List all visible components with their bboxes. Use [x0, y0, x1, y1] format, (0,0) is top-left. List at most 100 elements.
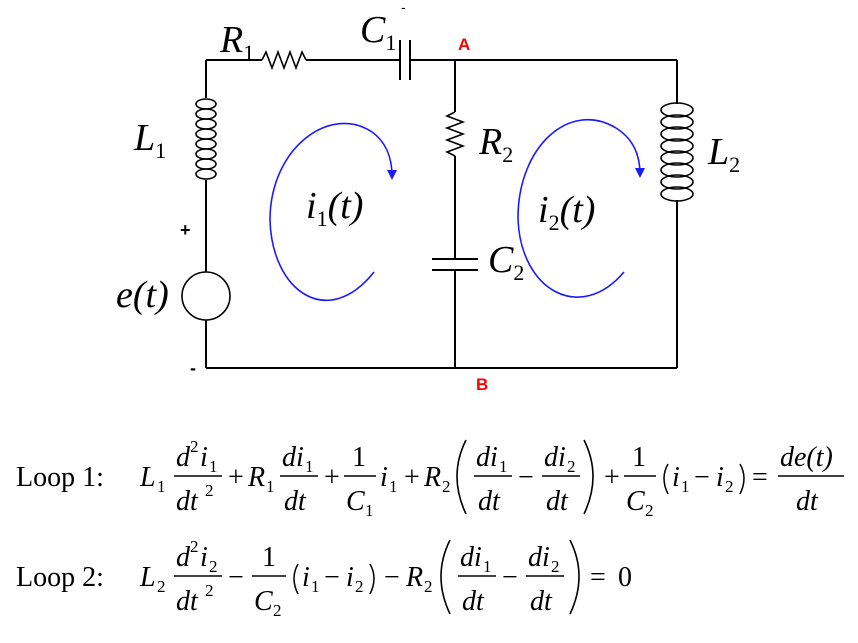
eq1-paren2-close: [739, 463, 745, 495]
eq2-i2-sub: 2: [355, 577, 364, 596]
circuit-diagram: R1 C1 - A B L1 R2 C2 L2 + - e(t) i1(t) i…: [116, 0, 740, 394]
eq2-i1: i: [302, 562, 310, 593]
label-l1: L1: [133, 117, 166, 163]
label-loop-i1: i1(t): [306, 185, 363, 231]
eq2-minus-2: −: [324, 562, 340, 593]
eq2-L: L: [139, 562, 156, 593]
eq1-paren-open: [456, 439, 467, 515]
eq1-paren-close: [583, 439, 594, 515]
eq2-dt-a: dt: [462, 586, 485, 617]
eq1-i1-c: i: [672, 462, 680, 493]
eq1-plus-3: +: [404, 462, 420, 493]
eq2-di2-sub: 2: [551, 557, 560, 576]
eq1-R-sub: 1: [266, 477, 275, 496]
eq1-minus-1: −: [518, 462, 534, 493]
eq1-C1-sub: 1: [365, 501, 374, 520]
eq1-di2: di: [544, 442, 566, 473]
inductor-l1: [195, 98, 217, 180]
eq1-d2-i: i: [200, 442, 208, 473]
eq2-dt-b: dt: [530, 586, 553, 617]
eq1-plus-4: +: [604, 462, 620, 493]
eq2-dt2: dt: [176, 586, 199, 617]
loop-arrow-i1: [269, 122, 397, 302]
voltage-source: [181, 271, 231, 321]
eq1-di1-b: di: [476, 442, 498, 473]
eq1-i2-c: i: [716, 462, 724, 493]
eq1-di1-b-sub: 1: [499, 457, 508, 476]
label-c1-minus: -: [401, 0, 406, 15]
equation-loop-2: Loop 2: L 2 d 2 i 2 dt 2 − 1 C 2 i 1 − i…: [16, 537, 632, 620]
node-b-label: B: [476, 375, 488, 394]
eq2-di2: di: [528, 542, 550, 573]
eq2-minus-1: −: [228, 562, 244, 593]
eq2-one: 1: [262, 542, 276, 573]
eq1-i2-c-sub: 2: [725, 477, 734, 496]
label-plus: +: [180, 220, 191, 240]
label-c2: C2: [488, 239, 524, 285]
eq1-i1-c-sub: 1: [681, 477, 690, 496]
eq1-dt-d: dt: [796, 486, 819, 517]
node-a-label: A: [458, 35, 470, 54]
eq1-d2-num: d: [176, 442, 191, 473]
label-l2: L2: [707, 131, 740, 177]
label-loop-i2: i2(t): [538, 189, 595, 235]
loop2-label: Loop 2:: [16, 562, 104, 593]
eq1-C1: C: [346, 486, 365, 517]
eq2-equals: =: [590, 562, 606, 593]
eq1-di1: di: [282, 442, 304, 473]
eq1-i1-a-sub: 1: [389, 477, 398, 496]
eq1-plus-2: +: [324, 462, 340, 493]
eq1-L: L: [139, 462, 156, 493]
equation-loop-1: Loop 1: L 1 d 2 i 1 dt 2 + R 1 di 1 dt +…: [16, 437, 844, 520]
resistor-r2: [444, 111, 466, 157]
eq2-di1-sub: 1: [483, 557, 492, 576]
eq1-one-a: 1: [352, 442, 366, 473]
eq2-bigparen-open: [440, 539, 451, 615]
eq2-d2-sup: 2: [190, 537, 199, 556]
eq1-L-sub: 1: [157, 477, 166, 496]
label-minus: -: [190, 358, 196, 378]
label-r2: R2: [478, 121, 513, 167]
eq1-R2: R: [423, 462, 441, 493]
eq2-L-sub: 2: [157, 577, 166, 596]
eq1-C2-sub: 2: [645, 501, 654, 520]
eq1-R2-sub: 2: [442, 477, 451, 496]
eq1-di2-sub: 2: [567, 457, 576, 476]
eq2-paren-open: [293, 563, 299, 595]
eq2-C-sub: 2: [273, 601, 282, 620]
eq1-paren2-open: [663, 463, 669, 495]
eq2-R-sub: 2: [424, 577, 433, 596]
eq1-d2-isub: 1: [209, 457, 218, 476]
eq2-d2-num: d: [176, 542, 191, 573]
eq2-minus-4: −: [502, 562, 518, 593]
eq2-d2-isub: 2: [209, 557, 218, 576]
label-source: e(t): [116, 274, 169, 316]
eq1-d2-sup: 2: [190, 437, 199, 456]
eq2-bigparen-close: [569, 539, 580, 615]
label-r1: R1: [219, 19, 254, 65]
eq1-de: de(t): [780, 442, 833, 473]
eq1-C2: C: [626, 486, 645, 517]
loop1-label: Loop 1:: [16, 462, 104, 493]
eq2-dt2-sup: 2: [205, 581, 214, 600]
eq2-i2: i: [346, 562, 354, 593]
eq2-d2-i: i: [200, 542, 208, 573]
eq1-dt-b: dt: [478, 486, 501, 517]
label-c1: C1: [360, 9, 396, 55]
eq1-dt-c: dt: [546, 486, 569, 517]
eq2-C: C: [254, 586, 273, 617]
eq1-dt-a: dt: [284, 486, 307, 517]
eq1-plus-1: +: [228, 462, 244, 493]
inductor-l2: [660, 102, 694, 202]
eq1-equals: =: [752, 462, 768, 493]
eq2-R: R: [405, 562, 423, 593]
loop-arrow-i2: [517, 118, 645, 298]
eq2-minus-3: −: [384, 562, 400, 593]
eq1-one-b: 1: [632, 442, 646, 473]
eq1-dt2: dt: [176, 486, 199, 517]
eq1-dt2-sup: 2: [205, 481, 214, 500]
eq2-paren-close: [369, 563, 375, 595]
eq2-i1-sub: 1: [311, 577, 320, 596]
eq2-zero: 0: [618, 562, 632, 593]
eq1-di1-sub: 1: [305, 457, 314, 476]
